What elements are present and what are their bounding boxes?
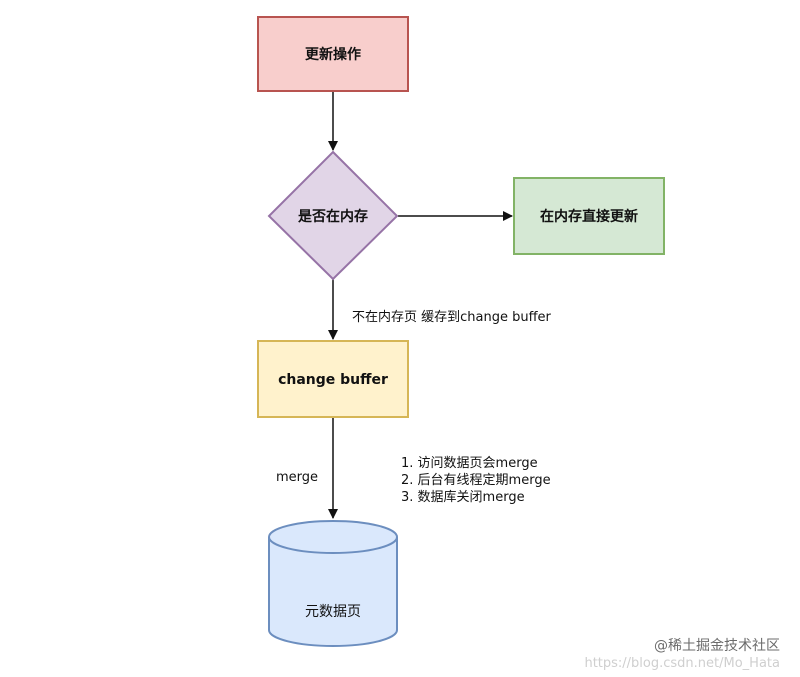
node-data-page-label: 元数据页 [305,604,361,620]
node-update-in-memory-box [513,177,665,255]
node-update-operation: 更新操作 [257,16,409,92]
merge-notes: 1. 访问数据页会merge 2. 后台有线程定期merge 3. 数据库关闭m… [401,456,551,505]
node-change-buffer: change buffer [257,340,409,418]
node-data-page: 元数据页 [268,520,398,647]
node-data-page-top [268,520,398,554]
node-in-memory-decision-label: 是否在内存 [298,208,368,225]
edge-merge-label: merge [276,470,318,485]
merge-note-item: 3. 数据库关闭merge [401,489,525,505]
node-update-operation-box [257,16,409,92]
merge-note-item: 1. 访问数据页会merge [401,456,538,471]
watermark-url: https://blog.csdn.net/Mo_Hata [584,656,780,671]
node-in-memory-decision-diamond [267,150,399,281]
node-change-buffer-box [257,340,409,418]
node-change-buffer-label: change buffer [278,372,388,388]
merge-note-item: 2. 后台有线程定期merge [401,473,551,488]
node-data-page-body [268,537,398,647]
edge-not-in-memory-label: 不在内存页 缓存到change buffer [352,309,552,325]
node-update-in-memory: 在内存直接更新 [513,177,665,255]
node-update-in-memory-label: 在内存直接更新 [540,208,638,225]
watermark-brand: @稀土掘金技术社区 [654,638,780,654]
node-update-operation-label: 更新操作 [305,46,361,63]
node-in-memory-decision: 是否在内存 [267,150,399,281]
